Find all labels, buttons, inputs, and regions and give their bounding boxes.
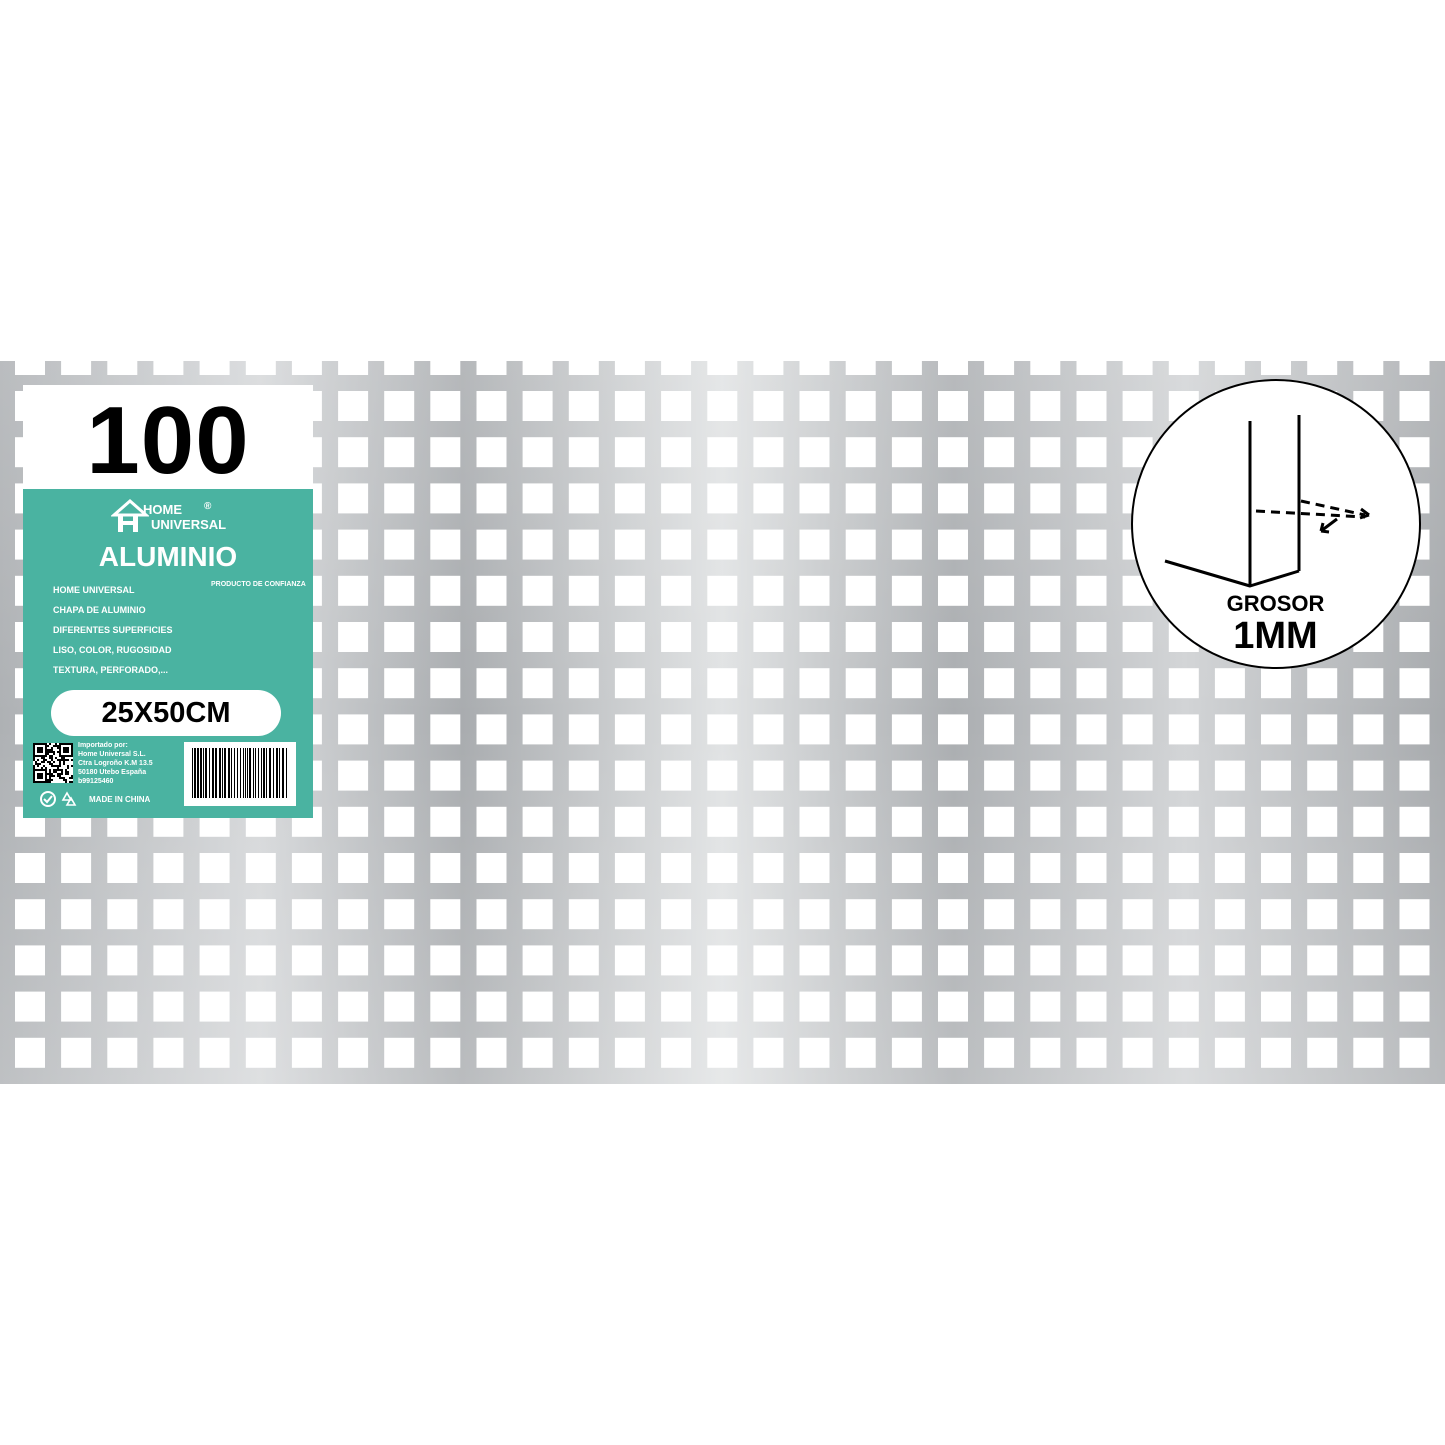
importer-line: Home Universal S.L.	[78, 751, 146, 758]
importer-line: Ctra Logroño K.M 13.5	[78, 760, 153, 767]
barcode-icon	[192, 748, 287, 798]
importer-info: Importado por: Home Universal S.L. Ctra …	[78, 741, 153, 786]
product-label: 100 HOME UNIVERSAL ® ALUMINIO PRODUCTO D…	[23, 385, 313, 818]
barcode	[184, 742, 296, 806]
house-logo-icon	[111, 499, 149, 532]
brand-name-line1: HOME	[143, 502, 182, 517]
thickness-value: 1MM	[1233, 615, 1318, 657]
feature-item: LISO, COLOR, RUGOSIDAD	[53, 645, 172, 655]
feature-item: DIFERENTES SUPERFICIES	[53, 625, 173, 635]
feature-item: TEXTURA, PERFORADO,...	[53, 665, 169, 675]
model-number: 100	[86, 387, 250, 494]
feature-item: CHAPA DE ALUMINIO	[53, 605, 146, 615]
feature-list: HOME UNIVERSAL CHAPA DE ALUMINIO DIFEREN…	[53, 585, 173, 685]
thickness-diagram-icon	[1164, 415, 1370, 588]
recycle-icon	[40, 791, 77, 807]
size-badge: 25X50CM	[51, 690, 281, 736]
thickness-label: GROSOR	[1226, 591, 1325, 616]
qr-code-icon	[33, 743, 73, 783]
importer-line: Importado por:	[78, 742, 128, 749]
thickness-callout: GROSOR 1MM	[1131, 379, 1421, 669]
importer-line: 50180 Utebo España	[78, 769, 147, 776]
importer-line: b99125460	[78, 778, 114, 785]
product-type: ALUMINIO	[98, 541, 238, 572]
feature-item: HOME UNIVERSAL	[53, 585, 135, 595]
origin-label: MADE IN CHINA	[89, 795, 151, 804]
brand-logo: HOME UNIVERSAL ®	[111, 498, 241, 534]
brand-name-line2: UNIVERSAL	[151, 517, 227, 532]
model-number-panel: 100	[23, 385, 313, 489]
tagline: PRODUCTO DE CONFIANZA	[211, 581, 306, 588]
registered-mark: ®	[204, 501, 212, 512]
